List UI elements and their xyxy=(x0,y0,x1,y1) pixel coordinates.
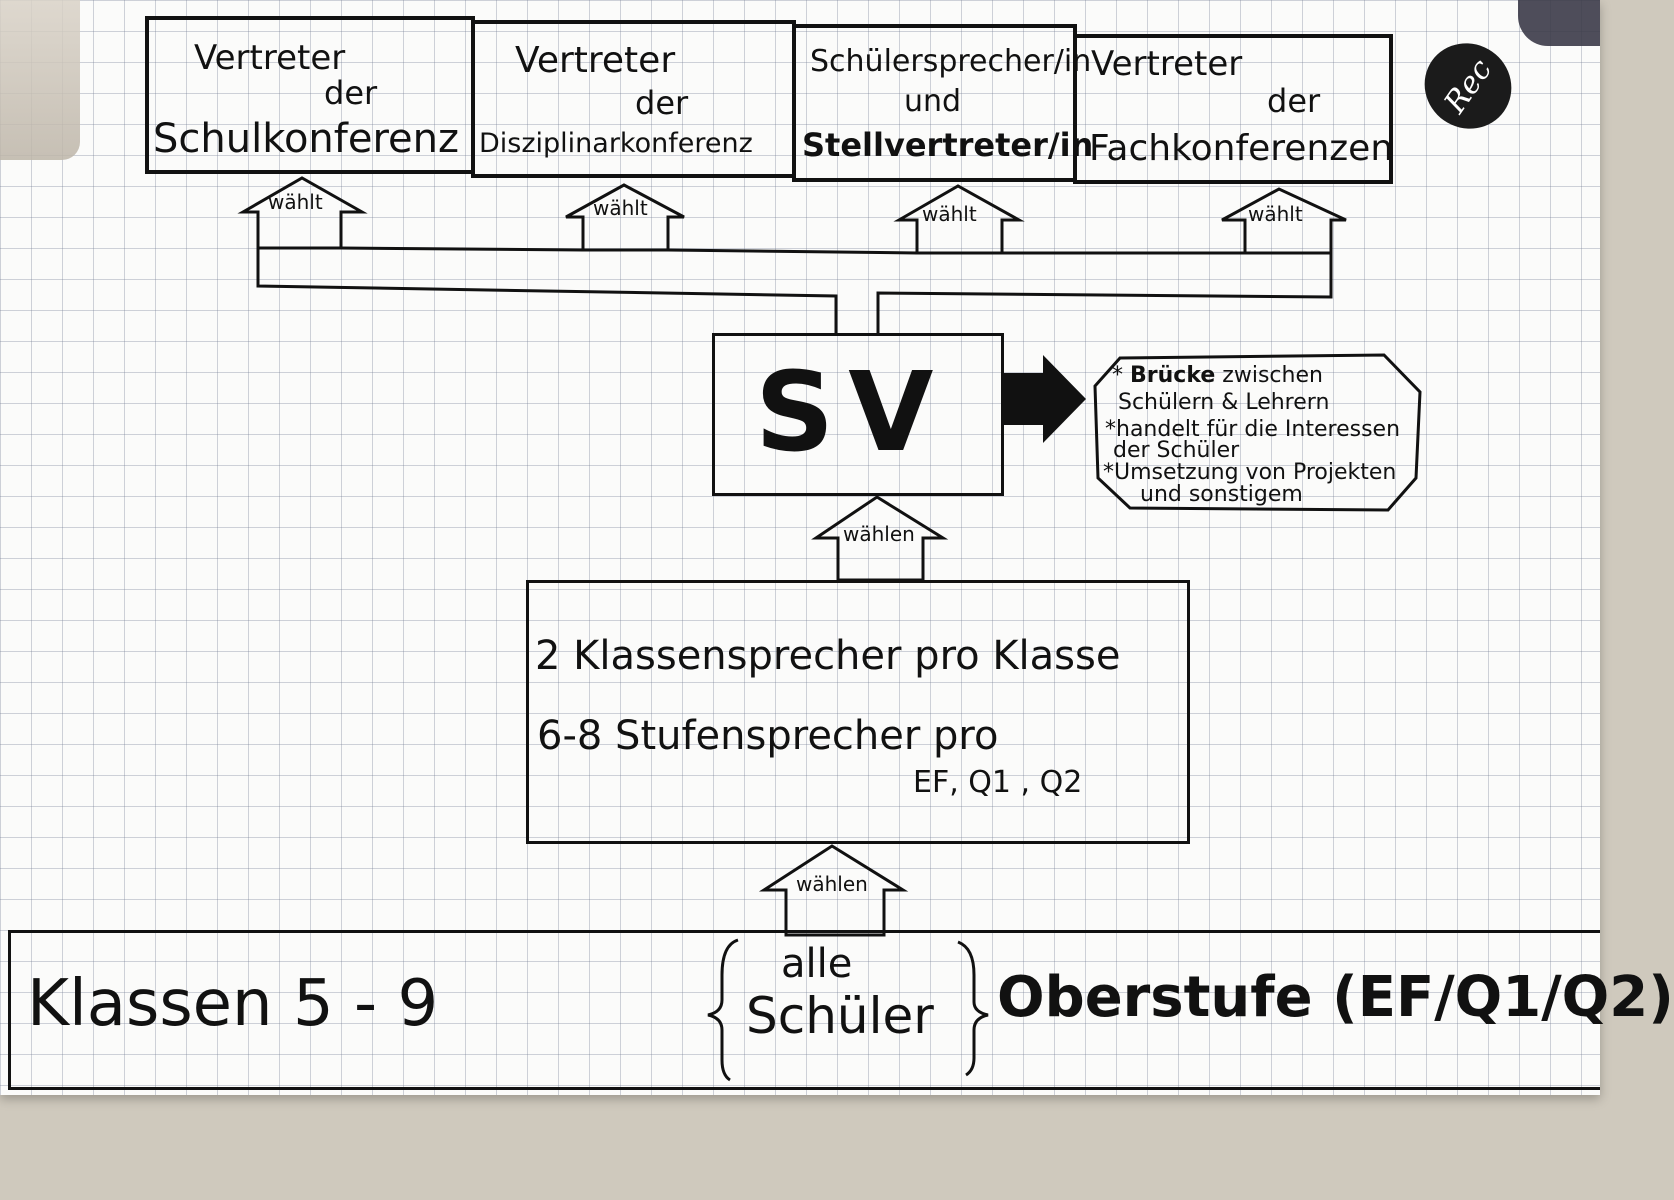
box-disziplinarkonferenz-line3: Disziplinarkonferenz xyxy=(479,128,753,159)
info-item-3-text: Umsetzung von Projekten xyxy=(1114,460,1397,485)
container-lid xyxy=(0,0,80,160)
box-fachkonferenzen-line3: Fachkonferenzen xyxy=(1089,128,1394,169)
arrow-to-middle-box xyxy=(758,844,909,937)
box-schuelersprecher-line3: Stellvertreter/in xyxy=(802,126,1094,164)
info-item-1-bold: Brücke xyxy=(1130,363,1216,388)
middle-box-line2: 6-8 Stufensprecher pro xyxy=(537,713,999,759)
label-waehlen-middle: wählen xyxy=(796,872,868,896)
middle-box: 2 Klassensprecher pro Klasse 6-8 Stufens… xyxy=(526,580,1190,844)
info-item-2-text: handelt für die Interessen xyxy=(1116,417,1401,442)
info-item-1-text: zwischen xyxy=(1222,363,1323,388)
box-fachkonferenzen-line1: Vertreter xyxy=(1091,44,1243,84)
arrow-sv-to-info xyxy=(1003,355,1086,443)
arrow-to-fachkonferenzen xyxy=(1221,187,1347,255)
info-item-2: *handelt für die Interessen xyxy=(1105,417,1400,442)
info-bullet-1: * xyxy=(1112,363,1130,388)
info-item-1-line2: Schülern & Lehrern xyxy=(1118,390,1330,415)
line-left-pair xyxy=(256,248,838,333)
label-waehlt-2: wählt xyxy=(593,196,648,220)
info-bullet-2: * xyxy=(1105,417,1116,442)
arrow-to-sv xyxy=(811,495,949,582)
bottom-left-text: Klassen 5 - 9 xyxy=(27,967,439,1041)
box-schuelersprecher: Schülersprecher/in und Stellvertreter/in xyxy=(792,24,1093,182)
connector-lines xyxy=(237,176,1422,1082)
label-waehlt-3: wählt xyxy=(922,202,977,226)
info-octagon xyxy=(1093,353,1422,512)
label-waehlt-4: wählt xyxy=(1248,202,1303,226)
info-item-1: * Brücke zwischen xyxy=(1112,363,1323,388)
info-item-3-line2: und sonstigem xyxy=(1140,482,1303,507)
box-schuelersprecher-line1: Schülersprecher/in xyxy=(810,44,1092,79)
bottom-center-bottom: Schüler xyxy=(746,987,934,1045)
box-schuelersprecher-line2: und xyxy=(904,84,962,119)
box-disziplinarkonferenz-line2: der xyxy=(635,84,689,122)
arrow-to-disziplinarkonferenz xyxy=(565,183,685,252)
info-item-3: *Umsetzung von Projekten xyxy=(1103,460,1396,485)
arrow-to-schuelersprecher xyxy=(893,184,1025,255)
arrow-to-schulkonferenz xyxy=(237,176,368,250)
left-brace xyxy=(707,938,739,1082)
box-schulkonferenz: Vertreter der Schulkonferenz xyxy=(145,16,475,174)
bottom-center-top: alle xyxy=(781,941,853,987)
label-waehlen-sv: wählen xyxy=(843,522,915,546)
info-bullet-3: * xyxy=(1103,460,1114,485)
box-schulkonferenz-line1: Vertreter xyxy=(194,38,346,78)
tape-roll xyxy=(1518,0,1600,46)
sv-box: SV xyxy=(712,333,1004,496)
box-disziplinarkonferenz-line1: Vertreter xyxy=(515,40,676,81)
box-schulkonferenz-line3: Schulkonferenz xyxy=(153,116,459,162)
line-right-pair xyxy=(876,253,1333,333)
middle-box-line1: 2 Klassensprecher pro Klasse xyxy=(535,633,1121,679)
box-schulkonferenz-line2: der xyxy=(324,74,378,112)
middle-box-line3: EF, Q1 , Q2 xyxy=(913,765,1083,800)
box-disziplinarkonferenz: Vertreter der Disziplinarkonferenz xyxy=(471,20,796,178)
label-waehlt-1: wählt xyxy=(268,190,323,214)
box-fachkonferenzen-line2: der xyxy=(1267,82,1321,120)
sv-title: SV xyxy=(755,348,948,476)
info-item-2-line2: der Schüler xyxy=(1113,438,1240,463)
box-fachkonferenzen: Vertreter der Fachkonferenzen xyxy=(1073,34,1393,184)
bottom-bar: Klassen 5 - 9 alle Schüler Oberstufe (EF… xyxy=(8,930,1674,1090)
bottom-right-text: Oberstufe (EF/Q1/Q2) xyxy=(997,965,1674,1030)
right-brace xyxy=(957,940,989,1077)
